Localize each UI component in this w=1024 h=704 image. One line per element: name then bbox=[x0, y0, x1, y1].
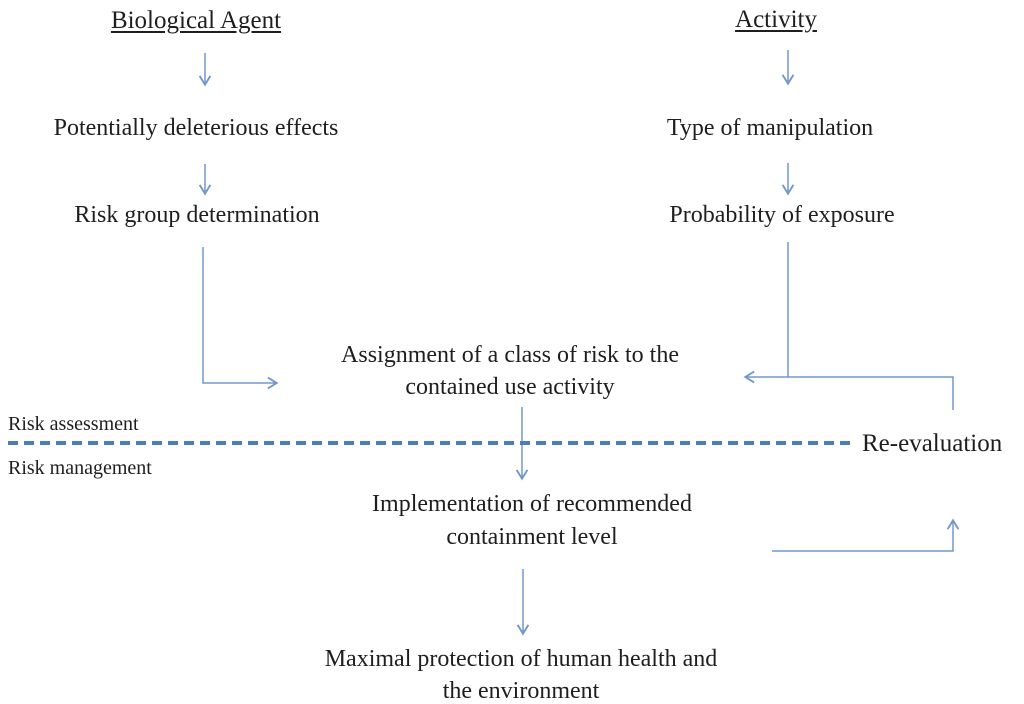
heading-biological-agent: Biological Agent bbox=[110, 7, 282, 34]
outcome-line2: the environment bbox=[442, 678, 600, 704]
node-probability-of-exposure: Probability of exposure bbox=[669, 202, 895, 228]
label-risk-assessment: Risk assessment bbox=[8, 413, 139, 435]
node-type-of-manipulation: Type of manipulation bbox=[666, 115, 874, 141]
node-risk-group-determination: Risk group determination bbox=[74, 202, 320, 228]
implementation-line1: Implementation of recommended bbox=[372, 491, 692, 517]
implementation-line2: containment level bbox=[446, 524, 618, 550]
arrow-implementation-to-reevaluation bbox=[772, 518, 960, 552]
node-implementation-of-containment: Implementation of recommended containmen… bbox=[372, 488, 692, 554]
node-maximal-protection: Maximal protection of human health and t… bbox=[325, 643, 718, 704]
arrow-risk-group-to-assignment bbox=[202, 247, 279, 390]
node-assignment-of-class-of-risk: Assignment of a class of risk to the con… bbox=[341, 339, 679, 403]
outcome-line1: Maximal protection of human health and bbox=[324, 646, 718, 672]
heading-activity: Activity bbox=[735, 6, 817, 33]
assignment-line2: contained use activity bbox=[405, 374, 615, 400]
label-risk-management: Risk management bbox=[8, 457, 152, 479]
node-re-evaluation: Re-evaluation bbox=[862, 430, 1003, 457]
node-potentially-deleterious-effects: Potentially deleterious effects bbox=[53, 115, 339, 141]
assignment-line1: Assignment of a class of risk to the bbox=[341, 342, 679, 368]
arrow-reevaluation-to-assignment bbox=[743, 370, 954, 410]
